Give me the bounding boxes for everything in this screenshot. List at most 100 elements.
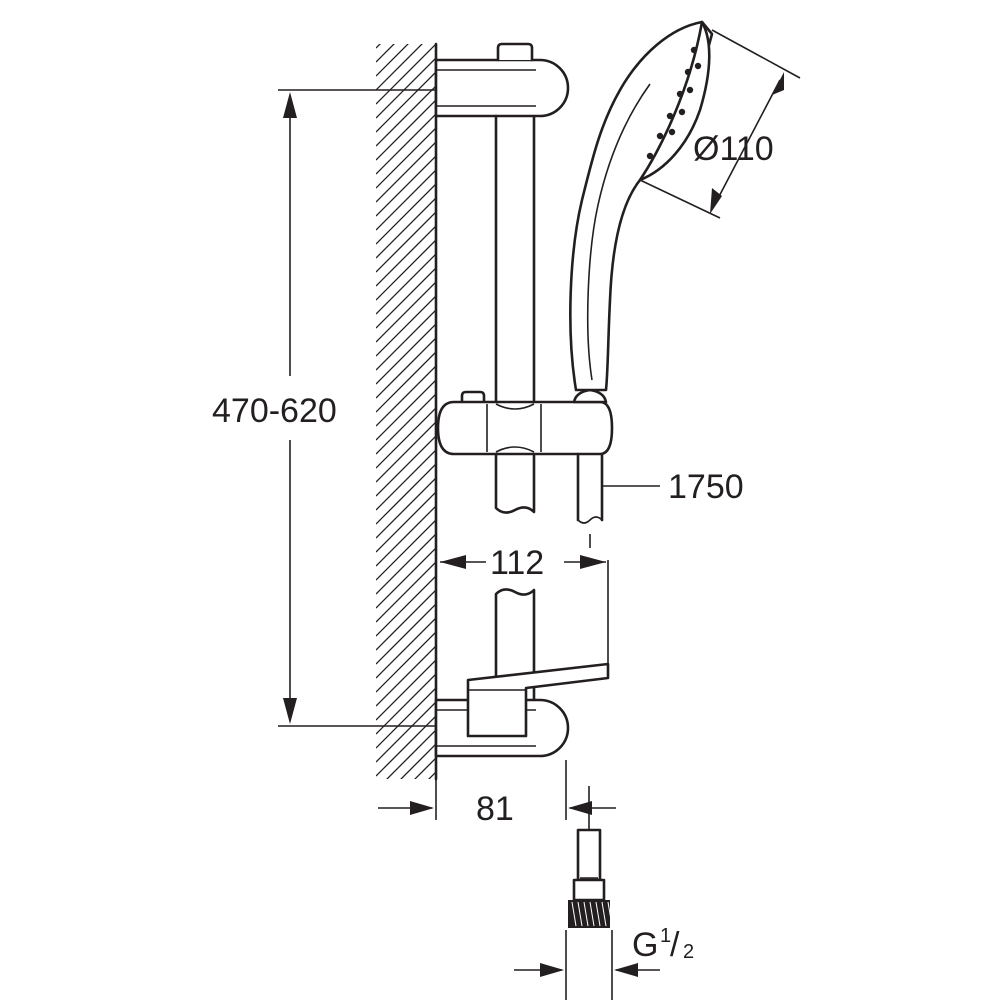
spray-nozzle [646,152,654,160]
hatch-line [376,575,436,637]
hatch-line [376,169,436,231]
knurl-line [607,901,613,927]
spray-nozzle [686,86,694,94]
hatch-line [400,743,436,779]
hatch-line [376,337,436,399]
hatch-line [376,44,395,63]
hatch-line [376,519,436,581]
sliding-holder [436,388,614,456]
hatch-line [376,645,436,707]
hatch-line [376,155,436,217]
hatch-line [376,379,436,441]
hatch-line [376,659,436,721]
hatch-line [376,309,436,371]
hatch-line [376,421,436,483]
hatch-line [376,547,436,609]
hatch-line [376,533,436,595]
hatch-line [376,113,436,175]
hatch-line [376,44,409,77]
hatch-line [376,85,436,147]
hatch-line [376,99,436,161]
holder-hose-nut [572,388,608,404]
hatch-line [376,701,436,763]
hatch-line [428,771,436,779]
hatch-line [376,477,436,539]
wall-hatching [376,0,436,779]
hatch-line [376,589,436,651]
bracket-screw-cap [496,42,534,62]
wall [376,0,438,781]
spray-nozzle [690,46,698,54]
holder-knob [460,390,486,404]
hatch-line [376,407,436,469]
hatch-line [376,561,436,623]
hatch-line [376,617,436,679]
hatch-line [376,197,436,259]
hatch-line [376,253,436,315]
hatch-line [376,211,436,273]
wall-projection-dimension: 81 [378,760,616,828]
hatch-line [376,687,436,749]
hatch-line [376,323,436,385]
hatch-line [376,365,436,427]
hatch-line [376,127,436,189]
knurl-line [601,901,607,927]
hatch-line [376,71,436,133]
hatch-line [376,281,436,343]
hatch-line [376,463,436,525]
hatch-line [376,435,436,497]
hatch-line [414,757,436,779]
hand-shower [569,20,714,392]
spray-nozzle [668,128,676,136]
hatch-line [376,393,436,455]
rail-middle [494,452,536,514]
rail-height-label: 470-620 [212,392,337,430]
hatch-line [376,673,436,735]
spray-nozzle [656,132,664,140]
hatch-line [376,267,436,329]
hatch-line [376,603,436,665]
hatch-line [376,141,436,203]
thread-size-denominator: 2 [683,941,694,963]
knurl-line [595,901,601,927]
thread-size-numerator: 1 [660,925,671,947]
knurl-line [571,901,577,927]
thread-size-main: G [632,926,658,964]
knurl-line [589,901,595,927]
rail-upper [494,114,536,406]
spray-nozzles [646,46,702,160]
hatch-line [376,295,436,357]
threaded-nut [568,900,610,928]
hatch-line [376,491,436,553]
hatch-line [376,44,436,105]
hatch-line [376,44,423,91]
spray-nozzle [678,108,686,116]
spray-nozzle [666,112,674,120]
wall-projection-label: 81 [476,790,514,828]
holder-projection-dimension: 112 [440,534,609,664]
knurl-line [583,901,589,927]
spray-face [638,20,711,182]
upper-wall-bracket [434,42,570,118]
spray-nozzle [694,62,702,70]
rail-lower [494,588,536,702]
hatch-line [376,0,436,20]
diameter-dimension: Ø110 [639,29,801,219]
rail-height-dimension: 470-620 [212,89,436,727]
hose-end-fitting: G 1 / 2 [514,786,694,1000]
thread-size-slash: / [670,926,680,964]
knurl-line [577,901,583,927]
spray-nozzle [684,68,692,76]
hatch-line [376,0,436,34]
hatch-line [376,631,436,693]
hatch-line [376,44,381,49]
diameter-label: Ø110 [693,130,774,168]
lower-wall-bracket [434,662,610,758]
hatch-line [376,225,436,287]
hatch-line [376,183,436,245]
hose-upper [576,452,660,524]
holder-projection-label: 112 [490,544,544,582]
hatch-line [386,729,436,779]
hose-length-label: 1750 [668,468,744,506]
